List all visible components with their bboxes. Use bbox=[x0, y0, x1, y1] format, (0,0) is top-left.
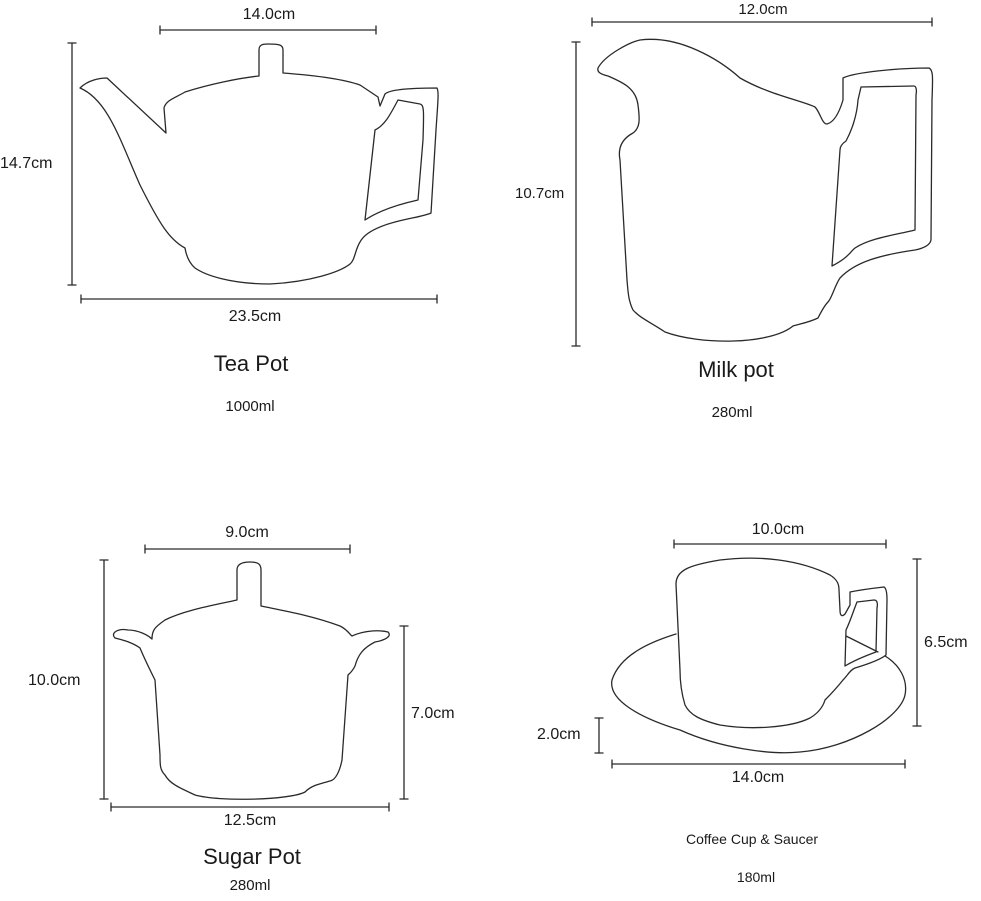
cup-saucer-capacity: 180ml bbox=[736, 869, 776, 885]
saucer-height-label: 2.0cm bbox=[537, 726, 581, 743]
sugar-pot-height-label: 10.0cm bbox=[28, 672, 81, 689]
teapot-top-width-label: 14.0cm bbox=[242, 6, 296, 23]
teapot-bottom-width-label: 23.5cm bbox=[228, 308, 282, 325]
cup-height-label: 6.5cm bbox=[924, 634, 968, 651]
cup-outline bbox=[675, 557, 888, 729]
milk-pot-dimension-lines bbox=[571, 17, 933, 347]
milk-pot-title: Milk pot bbox=[698, 357, 774, 382]
sugar-pot-dimension-lines bbox=[99, 544, 409, 812]
milk-pot-outline bbox=[597, 38, 934, 342]
teapot-height-label: 14.7cm bbox=[0, 155, 53, 172]
cup-width-label: 10.0cm bbox=[751, 521, 805, 538]
milk-pot-height-label: 10.7cm bbox=[515, 185, 565, 202]
sugar-pot-outline bbox=[112, 561, 390, 800]
saucer-outline bbox=[611, 633, 907, 754]
teapot-capacity: 1000ml bbox=[225, 398, 275, 415]
teapot-title: Tea Pot bbox=[213, 351, 289, 376]
teapot-outline bbox=[79, 43, 439, 285]
milk-pot-capacity: 280ml bbox=[711, 404, 753, 421]
sugar-pot-top-width-label: 9.0cm bbox=[225, 524, 269, 541]
teapot-dimension-lines bbox=[67, 25, 438, 304]
sugar-pot-bottom-width-label: 12.5cm bbox=[223, 812, 277, 829]
sugar-pot-title: Sugar Pot bbox=[203, 844, 301, 869]
saucer-width-label: 14.0cm bbox=[731, 769, 785, 786]
cup-saucer-title: Coffee Cup & Saucer bbox=[685, 831, 819, 847]
sugar-pot-body-height-label: 7.0cm bbox=[411, 705, 455, 722]
milk-pot-top-width-label: 12.0cm bbox=[738, 1, 788, 18]
cup-saucer-dimension-lines bbox=[594, 539, 922, 769]
sugar-pot-capacity: 280ml bbox=[229, 877, 271, 894]
